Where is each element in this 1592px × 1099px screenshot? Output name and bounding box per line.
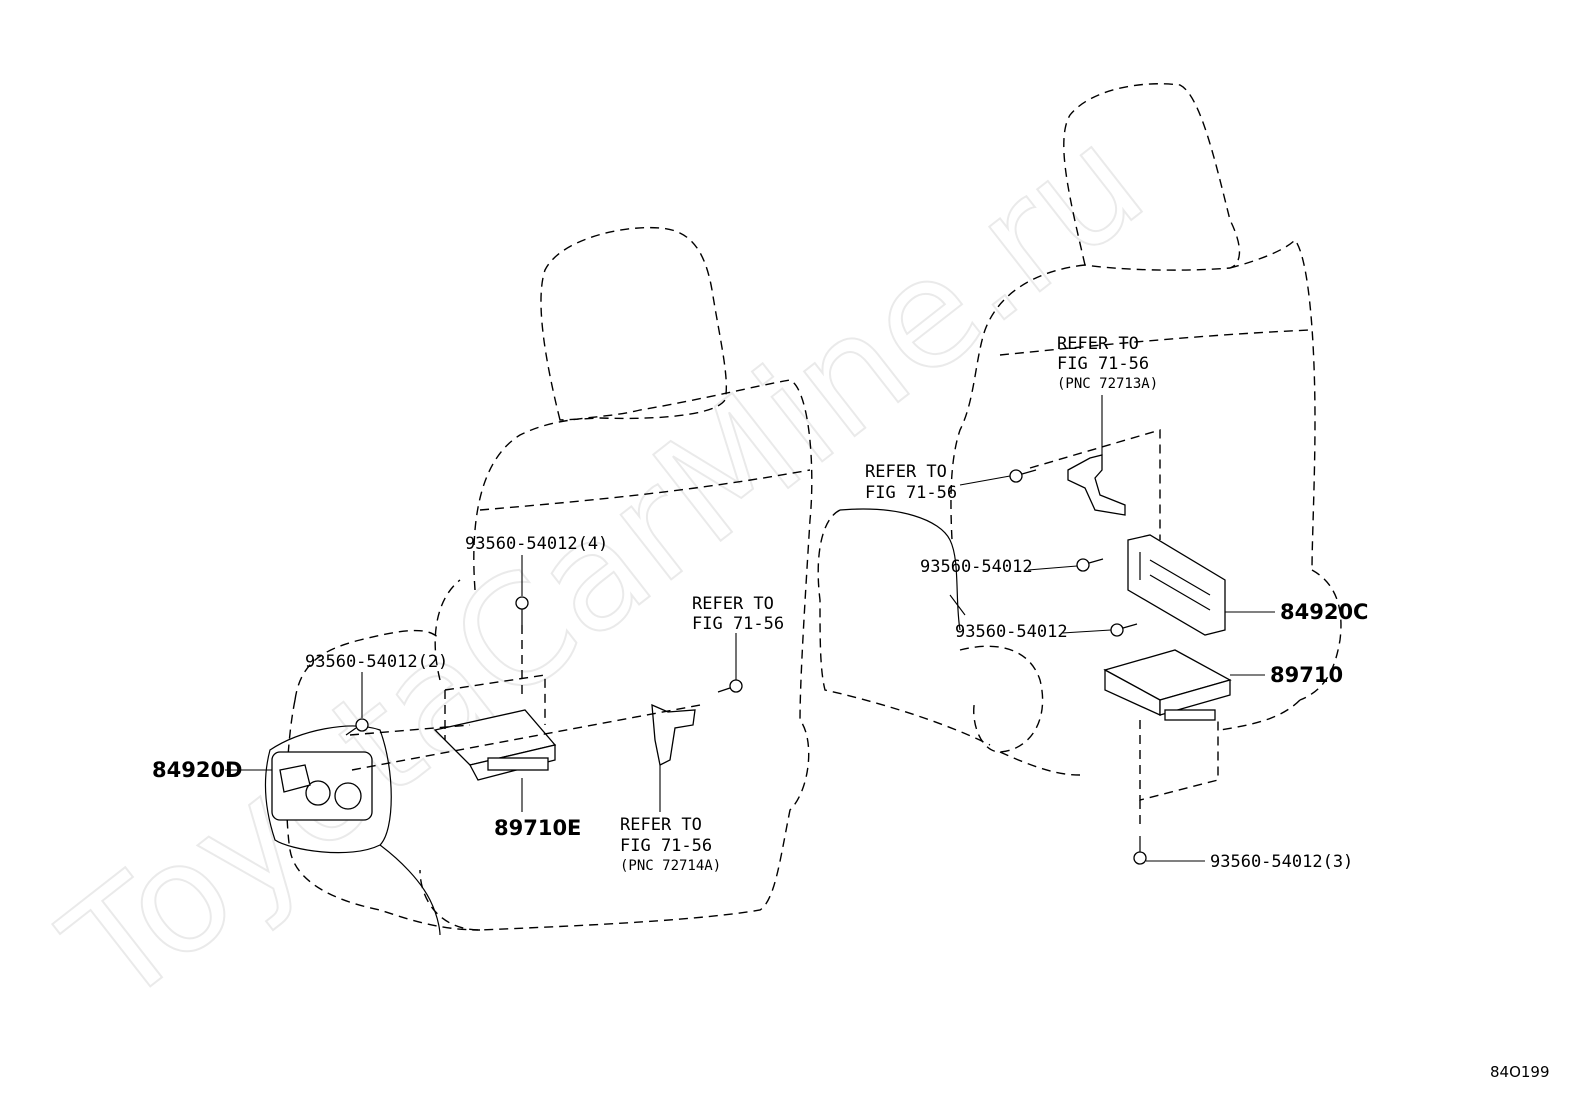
label-refer-upper-pnc: (PNC 72713A) — [1057, 376, 1158, 392]
label-ecu-89710e: 89710E — [494, 816, 581, 840]
bolt-icon — [717, 679, 743, 693]
bolt-icon — [515, 596, 529, 625]
label-bolt-bottom: 93560-54012(3) — [1210, 852, 1353, 872]
label-bolt-left: 93560-54012(2) — [305, 652, 448, 672]
label-refer-left-line1: REFER TO — [865, 462, 947, 482]
label-refer-upper-line2: FIG 71-56 — [692, 614, 784, 634]
bolt-icon — [345, 718, 369, 736]
bolt-icon — [1110, 623, 1138, 637]
label-bolt-low: 93560-54012 — [955, 622, 1068, 642]
switch-84920d — [271, 751, 373, 821]
switch-84920c — [1127, 534, 1226, 636]
label-refer-lower-line2: FIG 71-56 — [620, 836, 712, 856]
bolt-icon — [1133, 836, 1147, 865]
label-refer-upper-line1: REFER TO — [1057, 334, 1139, 354]
label-refer-upper-line1: REFER TO — [692, 594, 774, 614]
label-switch-84920c: 84920C — [1280, 600, 1368, 624]
label-refer-lower-line1: REFER TO — [620, 815, 702, 835]
label-ecu-89710: 89710 — [1270, 663, 1343, 687]
label-refer-left-line2: FIG 71-56 — [865, 483, 957, 503]
ecu-89710 — [1103, 649, 1232, 721]
label-refer-lower-pnc: (PNC 72714A) — [620, 858, 721, 874]
diagram-code: 84O199 — [1490, 1063, 1550, 1081]
label-switch-84920d: 84920D — [152, 758, 243, 782]
bolt-icon — [1009, 469, 1037, 483]
label-refer-upper-line2: FIG 71-56 — [1057, 354, 1149, 374]
label-bolt-top: 93560-54012(4) — [465, 534, 608, 554]
ecu-89710e — [433, 709, 557, 781]
bolt-icon — [1076, 558, 1104, 572]
label-bolt-mid: 93560-54012 — [920, 557, 1033, 577]
bracket-left — [651, 703, 696, 766]
right-seat-outline — [817, 83, 1342, 776]
bracket-right — [1067, 454, 1126, 516]
